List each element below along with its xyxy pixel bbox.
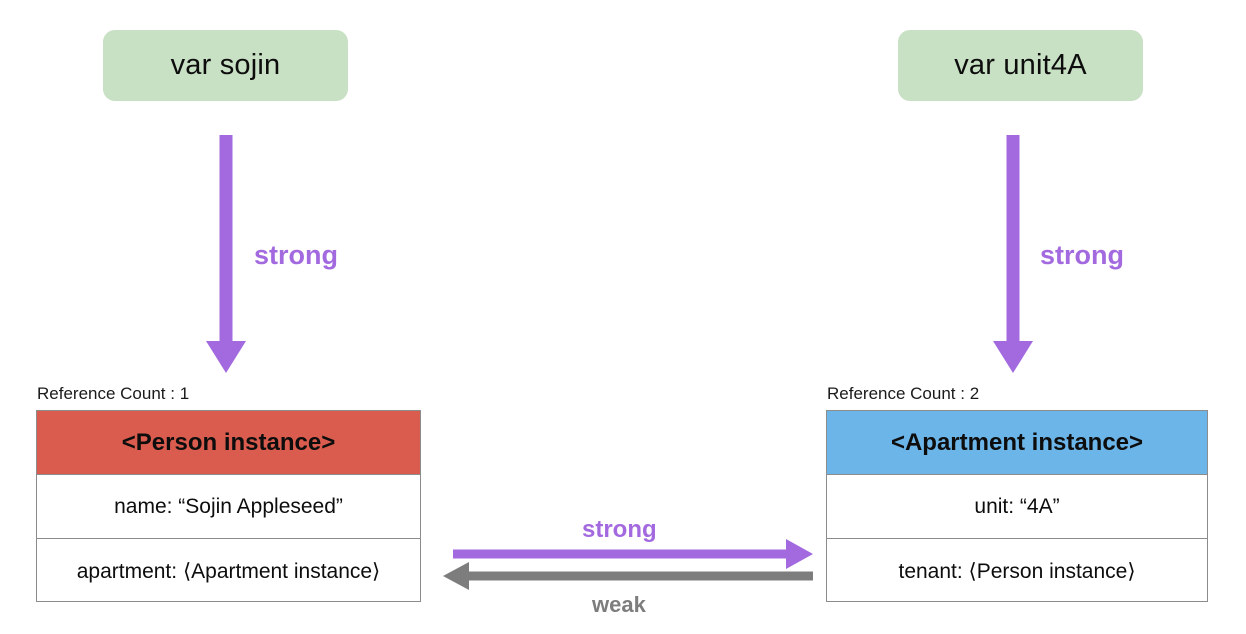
arrow-head	[786, 539, 813, 569]
variable-box-sojin: var sojin	[103, 30, 348, 101]
arrow-head	[443, 562, 469, 590]
arrow-head	[206, 341, 246, 373]
strong-arrow-sojin-to-person-icon	[206, 135, 246, 373]
variable-box-unit4a: var unit4A	[898, 30, 1143, 101]
arrow-shaft	[453, 549, 788, 559]
arrow-label-weak-middle: weak	[592, 592, 646, 617]
variable-label-sojin: var sojin	[170, 49, 281, 81]
instance-property-unit: unit: “4A”	[827, 475, 1207, 539]
arrow-shaft	[468, 571, 813, 581]
reference-count-apartment: Reference Count : 2	[827, 384, 980, 403]
arrow-label-strong-right: strong	[1040, 240, 1124, 270]
arrow-shaft	[1006, 135, 1020, 343]
instance-property-name: name: “Sojin Appleseed”	[37, 475, 420, 539]
variable-label-unit4a: var unit4A	[954, 49, 1087, 81]
arrow-shaft	[219, 135, 233, 343]
weak-arrow-apartment-to-person-icon	[443, 562, 813, 590]
instance-table-person: <Person instance> name: “Sojin Appleseed…	[36, 410, 421, 602]
arrow-label-strong-middle: strong	[582, 516, 657, 543]
instance-table-apartment: <Apartment instance> unit: “4A” tenant: …	[826, 410, 1208, 602]
arrow-label-strong-left: strong	[254, 240, 338, 270]
strong-arrow-unit4a-to-apartment-icon	[993, 135, 1033, 373]
arrow-head	[993, 341, 1033, 373]
instance-property-tenant: tenant: ⟨Person instance⟩	[898, 559, 1136, 583]
instance-header-person: <Person instance>	[37, 411, 420, 475]
instance-property-apartment: apartment: ⟨Apartment instance⟩	[76, 559, 381, 583]
strong-arrow-person-to-apartment-icon	[453, 539, 813, 569]
reference-count-person: Reference Count : 1	[37, 384, 190, 403]
instance-header-apartment: <Apartment instance>	[827, 411, 1207, 475]
